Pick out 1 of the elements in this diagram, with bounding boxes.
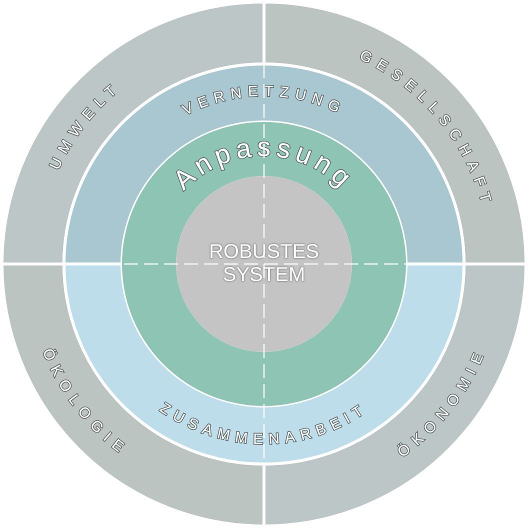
- center-label: ROBUSTES SYSTEM: [208, 241, 320, 287]
